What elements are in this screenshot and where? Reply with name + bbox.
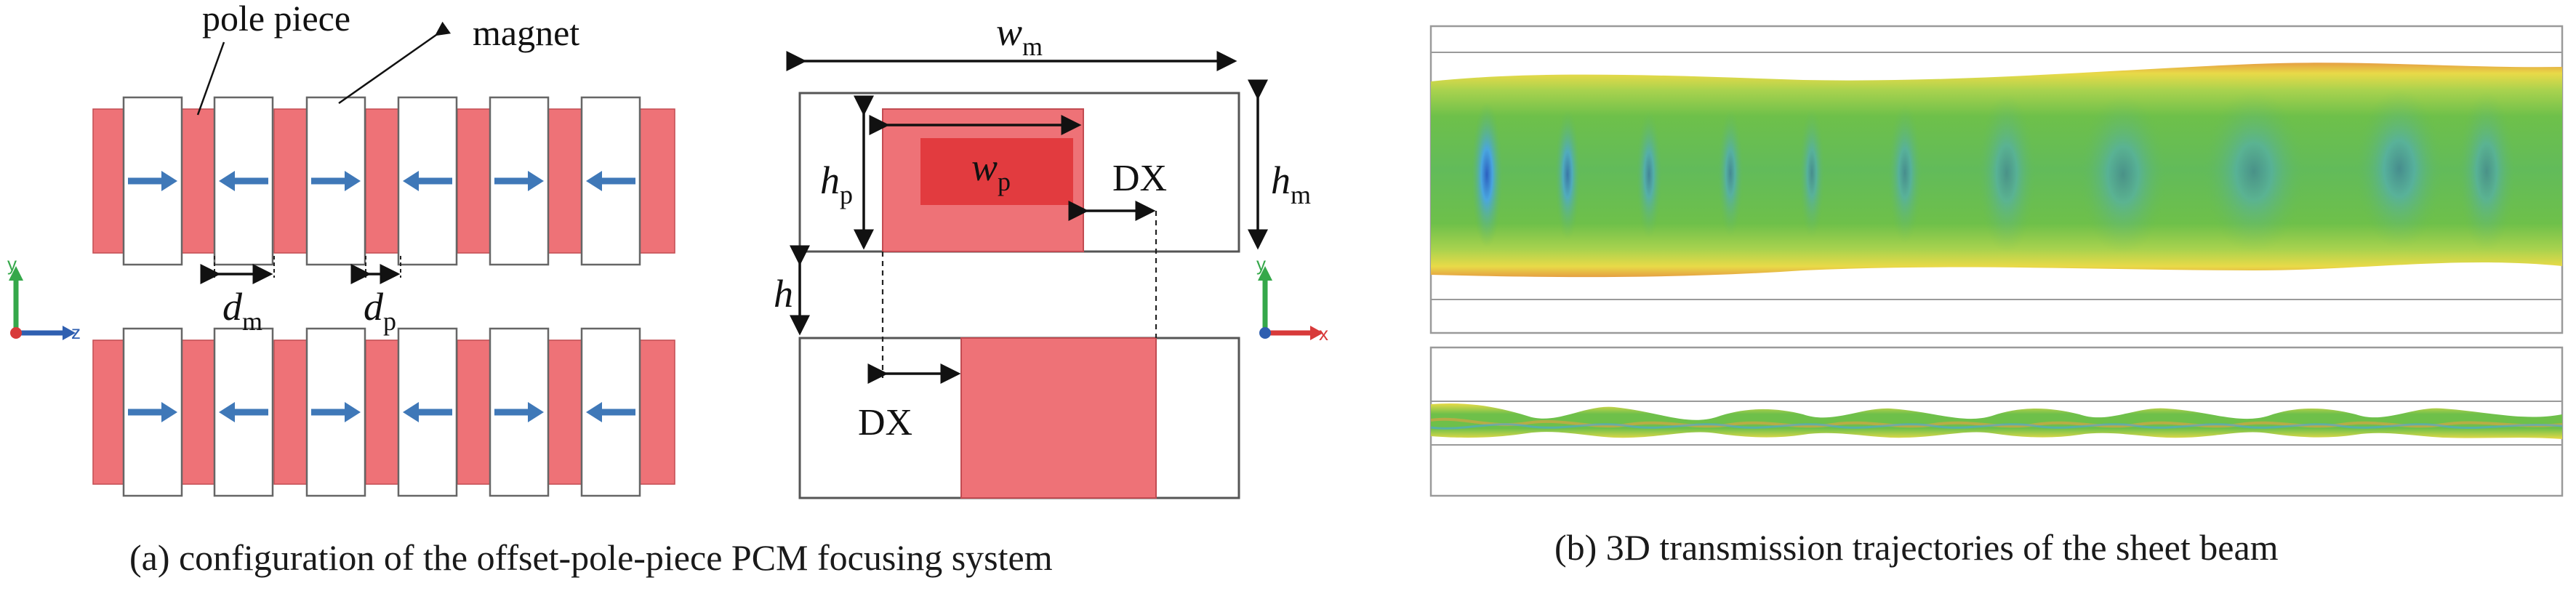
axis-z-label: z <box>71 321 81 343</box>
magnet-leader <box>338 21 452 105</box>
pole-piece-leader <box>196 41 225 116</box>
pcm-side-view <box>92 96 675 497</box>
hm-label: hm <box>1271 158 1311 209</box>
beam-envelope-thin <box>1431 403 2562 439</box>
magnet-label: magnet <box>473 12 579 53</box>
dp-label: dp <box>364 285 396 336</box>
focus-spot <box>1471 102 1503 247</box>
arrow-head <box>403 171 419 191</box>
wp-label: wp <box>971 145 1011 196</box>
arrow-head <box>345 171 361 191</box>
pole-piece <box>639 339 675 485</box>
arrow-head <box>528 171 544 191</box>
axis-triad-yx: y x <box>1256 253 1328 345</box>
pole-piece <box>181 339 215 485</box>
pole-piece <box>365 339 399 485</box>
h-label: h <box>774 272 793 315</box>
axis-y-label-2: y <box>1256 253 1266 275</box>
axis-triad-yz: y z <box>7 253 81 343</box>
pole-piece <box>365 108 399 254</box>
pole-piece-label: pole piece <box>202 0 350 39</box>
pole-piece <box>92 339 124 485</box>
arrow-head <box>586 171 602 191</box>
pole-piece <box>457 339 491 485</box>
beam-top-view <box>1429 25 2564 334</box>
pole-piece <box>92 108 124 254</box>
pole-piece <box>181 108 215 254</box>
arrow-head <box>219 171 235 191</box>
caption-b: (b) 3D transmission trajectories of the … <box>1554 527 2279 568</box>
pole-piece <box>273 339 308 485</box>
bottom-pole-piece <box>960 337 1157 499</box>
arrow-head <box>586 402 602 422</box>
axis-y-label: y <box>7 253 17 275</box>
axis-x-label: x <box>1319 323 1328 345</box>
pole-piece <box>457 108 491 254</box>
pole-piece <box>547 108 582 254</box>
beam-side-view <box>1429 346 2564 497</box>
dx-top-label: DX <box>1112 158 1167 199</box>
pole-piece <box>273 108 308 254</box>
arrow-head <box>161 402 177 422</box>
arrow-head <box>528 402 544 422</box>
dx-bottom-label: DX <box>858 402 912 443</box>
wm-label: wm <box>996 10 1043 61</box>
pole-piece <box>547 339 582 485</box>
arrow-head <box>219 402 235 422</box>
top-pole-inner <box>920 138 1073 205</box>
caption-a: (a) configuration of the offset-pole-pie… <box>129 537 1053 578</box>
dim-dp <box>350 256 401 284</box>
dm-label: dm <box>222 285 262 336</box>
dim-dm <box>200 256 275 284</box>
hp-label: hp <box>820 158 853 209</box>
arrow-head <box>161 171 177 191</box>
arrow-head <box>345 402 361 422</box>
arrow-head <box>403 402 419 422</box>
pole-piece <box>639 108 675 254</box>
